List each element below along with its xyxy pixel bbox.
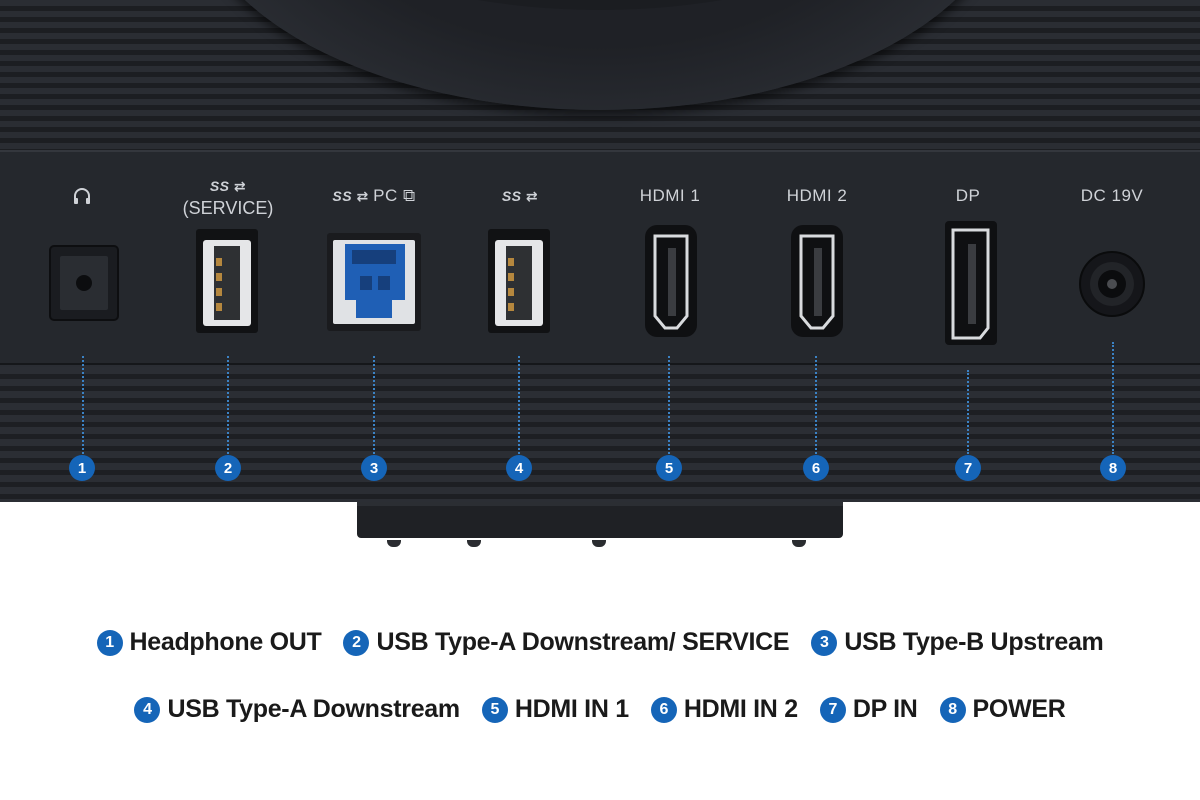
legend-item-4: 4 USB Type-A Downstream (134, 695, 460, 724)
port-number-3: 3 (361, 455, 387, 481)
legend-item-8: 8 POWER (939, 695, 1066, 724)
legend-label: USB Type-B Upstream (844, 628, 1104, 656)
hdmi-port-2 (791, 225, 843, 337)
stand-foot (467, 540, 481, 547)
leader-line-5 (668, 356, 670, 454)
displayport (945, 221, 997, 345)
port-number-4: 4 (506, 455, 532, 481)
usb-ss-icon: SS (501, 188, 522, 204)
legend-label: HDMI IN 2 (683, 695, 798, 723)
port-top-label-7: DP (955, 186, 981, 205)
usb-a-port (488, 229, 550, 333)
leader-line-2 (227, 356, 229, 454)
usb-ss-mark-2: SS ⇄ (209, 178, 247, 194)
legend-row-1: 1 Headphone OUT 2 USB Type-A Downstream/… (0, 628, 1200, 657)
stand-foot (387, 540, 401, 547)
legend-number: 4 (134, 696, 161, 723)
port-top-label-6: HDMI 2 (786, 186, 848, 205)
legend-number: 8 (939, 696, 966, 723)
legend-number: 6 (650, 696, 677, 723)
headphone-jack (49, 245, 119, 321)
monitor-rear-panel: SS ⇄ (SERVICE) SS ⇄ PC ⧉ SS ⇄ HDMI 1 HDM… (0, 0, 1200, 502)
usb-ss-icon: SS (209, 178, 230, 194)
legend-label: USB Type-A Downstream/ SERVICE (376, 628, 790, 656)
panel-lower-ribs (0, 367, 1200, 502)
port-number-5: 5 (656, 455, 682, 481)
legend-row-2: 4 USB Type-A Downstream 5 HDMI IN 1 6 HD… (0, 695, 1200, 724)
legend-item-3: 3 USB Type-B Upstream (811, 628, 1104, 657)
stand-foot (792, 540, 806, 547)
stand-mount-recess (240, 0, 960, 10)
legend-label: USB Type-A Downstream (167, 695, 460, 723)
usb-ss-icon: SS (332, 188, 353, 204)
legend-number: 3 (811, 629, 838, 656)
leader-line-3 (373, 356, 375, 454)
legend-label: HDMI IN 1 (514, 695, 629, 723)
legend-number: 2 (343, 629, 370, 656)
legend-number: 1 (96, 629, 123, 656)
legend-item-6: 6 HDMI IN 2 (650, 695, 798, 724)
port-top-label-5: HDMI 1 (639, 186, 701, 205)
leader-line-1 (82, 356, 84, 454)
legend-item-1: 1 Headphone OUT (96, 628, 322, 657)
leader-line-4 (518, 356, 520, 454)
ports-layer (49, 221, 1145, 345)
legend-item-7: 7 DP IN (819, 695, 918, 724)
port-top-label-3: SS ⇄ PC ⧉ (332, 186, 416, 205)
external-input-icon: ⧉ (397, 186, 416, 205)
port-number-8: 8 (1100, 455, 1126, 481)
port-number-1: 1 (69, 455, 95, 481)
legend-number: 7 (819, 696, 846, 723)
legend-item-2: 2 USB Type-A Downstream/ SERVICE (343, 628, 790, 657)
stand-foot (592, 540, 606, 547)
usb-a-port-service (196, 229, 258, 333)
legend-number: 5 (481, 696, 508, 723)
legend-item-5: 5 HDMI IN 1 (481, 695, 629, 724)
headphone-icon (74, 188, 90, 204)
port-number-2: 2 (215, 455, 241, 481)
leader-line-7 (967, 370, 969, 454)
legend-label: Headphone OUT (129, 628, 322, 656)
hdmi-port-1 (645, 225, 697, 337)
port-number-6: 6 (803, 455, 829, 481)
port-top-label-2: (SERVICE) (182, 198, 274, 218)
legend-label: DP IN (852, 695, 918, 723)
leader-line-6 (815, 356, 817, 454)
port-number-7: 7 (955, 455, 981, 481)
usb-ss-mark-4: SS ⇄ (501, 188, 539, 204)
usb-b-port (327, 233, 421, 331)
port-top-label-8: DC 19V (1080, 186, 1144, 205)
dc-power-jack (1079, 251, 1145, 317)
leader-line-8 (1112, 342, 1114, 454)
stand-base (357, 502, 843, 547)
legend-label: POWER (972, 695, 1066, 723)
